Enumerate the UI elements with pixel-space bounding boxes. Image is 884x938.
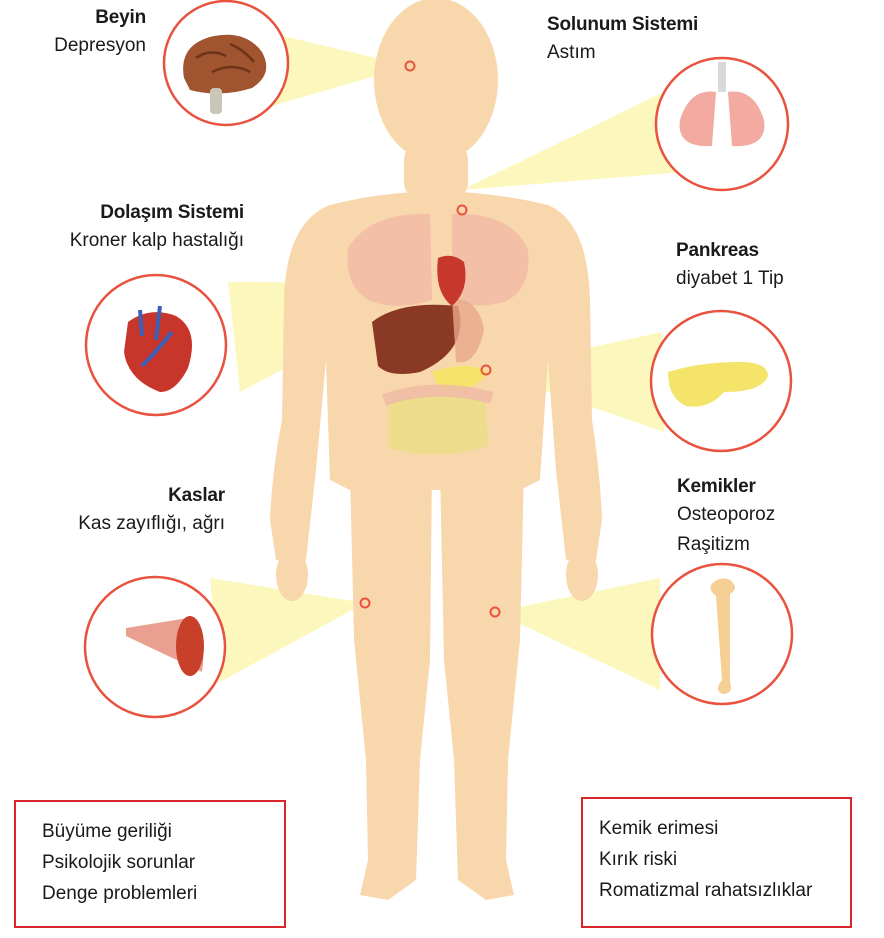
muscle-icon-circle <box>85 577 225 717</box>
heart-icon-circle <box>86 275 226 415</box>
label-circulatory-desc: Kroner kalp hastalığı <box>70 226 244 256</box>
label-brain-desc: Depresyon <box>54 31 146 61</box>
lungs-icon-circle <box>656 58 788 190</box>
label-muscles-title: Kaslar <box>78 483 225 509</box>
summary-left-item-1: Büyüme geriliği <box>42 816 284 847</box>
label-brain-title: Beyin <box>54 5 146 31</box>
label-pancreas: Pankreas diyabet 1 Tip <box>676 238 784 294</box>
label-pancreas-title: Pankreas <box>676 238 784 264</box>
bone-icon-circle <box>652 564 792 704</box>
summary-right-item-2: Kırık riski <box>599 844 850 875</box>
label-bones: Kemikler Osteoporoz Raşitizm <box>677 474 775 560</box>
label-bones-desc-2: Raşitizm <box>677 530 775 560</box>
label-pancreas-desc: diyabet 1 Tip <box>676 264 784 294</box>
pancreas-icon-circle <box>651 311 791 451</box>
label-respiratory: Solunum Sistemi Astım <box>547 12 698 68</box>
label-respiratory-title: Solunum Sistemi <box>547 12 698 38</box>
summary-box-left: Büyüme geriliği Psikolojik sorunlar Deng… <box>14 800 286 928</box>
label-circulatory: Dolaşım Sistemi Kroner kalp hastalığı <box>70 200 244 256</box>
brain-icon-circle <box>164 1 288 125</box>
label-bones-title: Kemikler <box>677 474 775 500</box>
summary-left-item-2: Psikolojik sorunlar <box>42 847 284 878</box>
label-bones-desc-1: Osteoporoz <box>677 500 775 530</box>
summary-right-item-3: Romatizmal rahatsızlıklar <box>599 875 850 906</box>
label-muscles-desc: Kas zayıflığı, ağrı <box>78 509 225 539</box>
label-muscles: Kaslar Kas zayıflığı, ağrı <box>78 483 225 539</box>
summary-left-item-3: Denge problemleri <box>42 878 284 909</box>
summary-right-item-1: Kemik erimesi <box>599 813 850 844</box>
label-brain: Beyin Depresyon <box>54 5 146 61</box>
label-circulatory-title: Dolaşım Sistemi <box>70 200 244 226</box>
summary-box-right: Kemik erimesi Kırık riski Romatizmal rah… <box>581 797 852 928</box>
label-respiratory-desc: Astım <box>547 38 698 68</box>
